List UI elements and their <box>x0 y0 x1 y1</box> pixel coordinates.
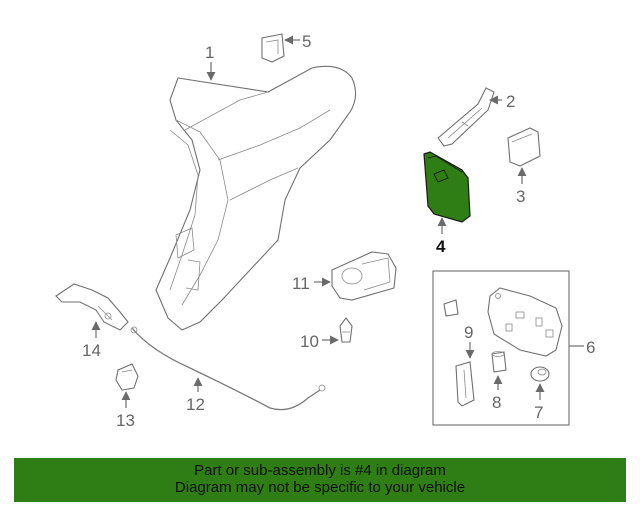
release-cable-part-12[interactable] <box>130 326 326 411</box>
callout-5: 5 <box>302 32 311 51</box>
fuel-door-assembly-box <box>432 270 570 426</box>
fuel-door-housing-part-4[interactable] <box>423 151 471 223</box>
actuator-part-13[interactable] <box>115 363 139 391</box>
callout-14: 14 <box>82 341 101 360</box>
banner-line-1: Part or sub-assembly is #4 in diagram <box>194 462 446 479</box>
bumper-part-8[interactable] <box>491 351 507 373</box>
spring-part-7[interactable] <box>530 366 550 382</box>
callout-7: 7 <box>534 403 543 422</box>
clip-part[interactable] <box>443 299 459 317</box>
callout-3: 3 <box>516 187 525 206</box>
quarter-panel-part[interactable] <box>155 65 357 331</box>
callout-8: 8 <box>492 393 501 412</box>
callout-11: 11 <box>292 274 310 293</box>
callout-10: 10 <box>300 332 319 351</box>
bracket-part-2[interactable] <box>437 87 495 147</box>
latch-part-14[interactable] <box>55 283 129 331</box>
callout-12: 12 <box>186 395 205 414</box>
callout-9: 9 <box>464 323 473 342</box>
cap-part-3[interactable] <box>507 127 541 167</box>
callout-13: 13 <box>116 411 135 430</box>
filler-pocket-part-11[interactable] <box>331 251 397 301</box>
info-banner: Part or sub-assembly is #4 in diagram Di… <box>14 458 626 502</box>
callout-2: 2 <box>506 92 515 111</box>
callout-1: 1 <box>205 43 214 62</box>
fuel-door-part-6[interactable] <box>487 287 563 357</box>
plug-part-5[interactable] <box>261 33 285 63</box>
hinge-part-9[interactable] <box>455 361 475 407</box>
banner-line-2: Diagram may not be specific to your vehi… <box>174 479 466 496</box>
callout-4: 4 <box>436 237 446 256</box>
callout-6: 6 <box>586 338 595 357</box>
bolt-part-10[interactable] <box>339 317 353 343</box>
